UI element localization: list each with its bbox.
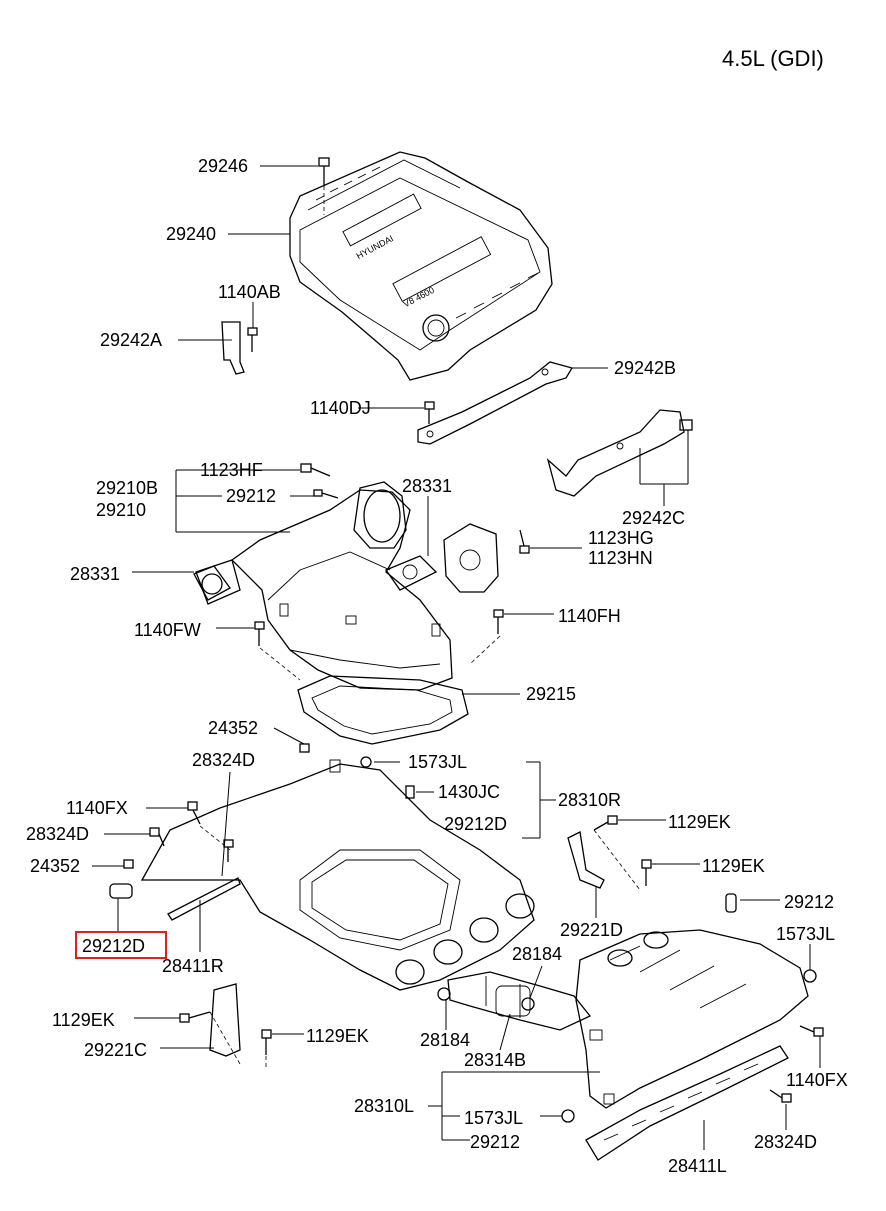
gasket-28411L[interactable] [585, 1045, 789, 1161]
label-1129EK-c[interactable]: 1129EK [52, 1010, 115, 1030]
label-1123HN[interactable]: 1123HN [588, 548, 653, 568]
label-29242A[interactable]: 29242A [100, 330, 162, 350]
label-28310R[interactable]: 28310R [558, 790, 621, 810]
label-1140FW[interactable]: 1140FW [134, 620, 201, 640]
gasket-28411R[interactable] [167, 877, 241, 921]
gasket-28331-left[interactable] [193, 565, 231, 601]
label-1573JL-lower[interactable]: 1573JL [464, 1108, 523, 1128]
clamp-28184-lower[interactable] [437, 987, 451, 1001]
bolt-1140DJ[interactable] [424, 401, 435, 424]
bolt-28324D-right[interactable] [769, 1089, 792, 1103]
hose-28314B[interactable] [495, 985, 531, 1017]
bolt-28324D-left[interactable] [149, 827, 165, 847]
plug-1573JL-lower[interactable] [561, 1109, 575, 1123]
engine-cover-29240[interactable]: HYUNDAI V8 4600 [289, 151, 553, 381]
bracket-29242B[interactable] [417, 361, 573, 445]
label-29212-upper[interactable]: 29212 [226, 486, 276, 506]
bolt-29212-upper[interactable] [313, 489, 339, 499]
gasket-28331-right[interactable] [385, 555, 438, 591]
leader-lines [92, 165, 821, 1150]
label-24352-left[interactable]: 24352 [30, 856, 80, 876]
bolt-1129EK-d[interactable] [261, 1029, 272, 1055]
label-1140AB[interactable]: 1140AB [218, 282, 281, 302]
bolt-1140FW[interactable] [254, 621, 265, 646]
label-28324D-right[interactable]: 28324D [754, 1132, 817, 1152]
label-29242C[interactable]: 29242C [622, 508, 685, 528]
label-28331-upper[interactable]: 28331 [402, 476, 452, 496]
bolt-1123HF[interactable] [300, 463, 331, 477]
label-28184-upper[interactable]: 28184 [512, 944, 562, 964]
label-29240[interactable]: 29240 [166, 224, 216, 244]
bolt-28324D-upper[interactable] [223, 839, 234, 862]
label-1140FH[interactable]: 1140FH [558, 606, 621, 626]
throttle-body[interactable] [443, 523, 499, 593]
cover-brand-text: HYUNDAI [355, 233, 395, 261]
label-1123HG[interactable]: 1123HG [588, 528, 654, 548]
label-28324D-left[interactable]: 28324D [26, 824, 89, 844]
plug-1573JL-upper[interactable] [360, 756, 372, 768]
label-1140FX-right[interactable]: 1140FX [786, 1070, 848, 1090]
label-28324D-upper[interactable]: 28324D [192, 750, 255, 770]
label-28310L[interactable]: 28310L [354, 1096, 414, 1116]
label-29212-right[interactable]: 29212 [784, 892, 834, 912]
label-29212D-upper[interactable]: 29212D [444, 814, 507, 834]
label-1573JL-upper[interactable]: 1573JL [408, 752, 467, 772]
label-29221D[interactable]: 29221D [560, 920, 623, 940]
highlight-box [75, 931, 167, 959]
bolt-1140FX-left[interactable] [187, 801, 201, 825]
bolt-1140AB[interactable] [247, 327, 258, 352]
alignment-dashes [199, 635, 641, 1070]
label-1129EK-a[interactable]: 1129EK [668, 812, 731, 832]
sensor-29212D[interactable] [109, 883, 133, 899]
label-28411R[interactable]: 28411R [162, 956, 224, 976]
label-29215[interactable]: 29215 [526, 684, 576, 704]
pin-29212-right[interactable] [725, 893, 737, 913]
label-1430JC[interactable]: 1430JC [438, 782, 500, 802]
label-29242B[interactable]: 29242B [614, 358, 676, 378]
pin-1430JC[interactable] [405, 785, 415, 799]
label-1140DJ[interactable]: 1140DJ [310, 398, 371, 418]
label-29246[interactable]: 29246 [198, 156, 248, 176]
label-29212D-highlighted[interactable]: 29212D [82, 936, 145, 956]
bolt-1129EK-c[interactable] [179, 1011, 211, 1023]
nut-24352-upper[interactable] [299, 743, 310, 753]
engine-designation: 4.5L (GDI) [722, 46, 824, 71]
bolt-1129EK-b[interactable] [641, 859, 652, 886]
label-1123HF[interactable]: 1123HF [200, 460, 263, 480]
bracket-29242A[interactable] [221, 321, 245, 375]
plug-1573JL-right[interactable] [803, 969, 817, 983]
bolt-1123HG[interactable] [519, 529, 530, 554]
bolt-1129EK-a[interactable] [593, 815, 618, 831]
label-24352-upper[interactable]: 24352 [208, 718, 258, 738]
label-29212-lower[interactable]: 29212 [470, 1132, 520, 1152]
cover-engine-text: V8 4600 [402, 285, 436, 310]
label-1140FX-left[interactable]: 1140FX [66, 798, 128, 818]
bolt-1140FX-right[interactable] [799, 1025, 824, 1037]
label-1129EK-b[interactable]: 1129EK [702, 856, 765, 876]
label-1573JL-right[interactable]: 1573JL [776, 924, 835, 944]
intake-surge-tank-29210[interactable] [195, 481, 453, 691]
label-29221C[interactable]: 29221C [84, 1040, 147, 1060]
label-29210[interactable]: 29210 [96, 500, 146, 520]
bracket-29221D[interactable] [567, 831, 605, 889]
label-28331-lower[interactable]: 28331 [70, 564, 120, 584]
label-28184-lower[interactable]: 28184 [420, 1030, 470, 1050]
bracket-29242C[interactable] [546, 409, 693, 497]
bolt-1140FH[interactable] [493, 609, 504, 634]
label-28314B[interactable]: 28314B [464, 1050, 526, 1070]
intake-manifold-28310L[interactable] [575, 929, 809, 1109]
clamp-28184-upper[interactable] [521, 997, 535, 1011]
label-29210B[interactable]: 29210B [96, 478, 158, 498]
gasket-29215[interactable] [297, 675, 469, 745]
intake-runner-hoses[interactable] [447, 971, 592, 1031]
nut-24352-left[interactable] [123, 859, 134, 869]
bolt-29246[interactable] [318, 157, 330, 215]
bracket-29221C[interactable] [209, 983, 241, 1057]
label-1129EK-d[interactable]: 1129EK [306, 1026, 369, 1046]
label-28411L[interactable]: 28411L [668, 1156, 727, 1176]
